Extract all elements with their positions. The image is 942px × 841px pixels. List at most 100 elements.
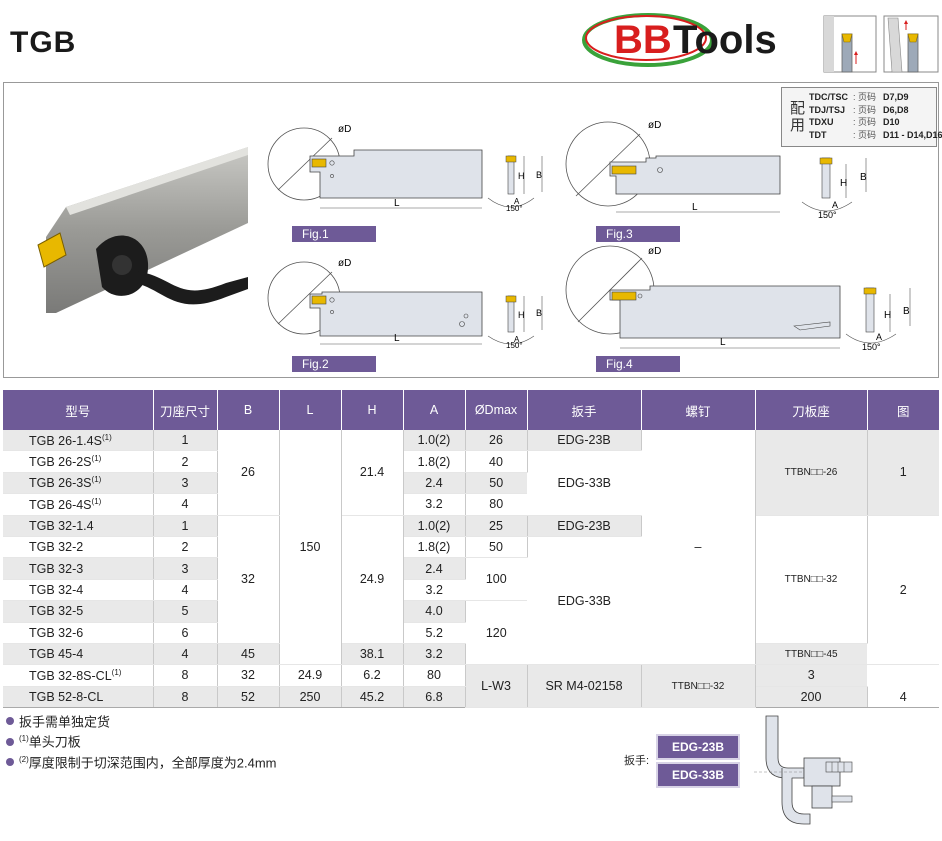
dmax-cell: 120 bbox=[465, 600, 527, 666]
fig2-dim-b: B bbox=[536, 308, 542, 318]
model-cell: TGB 32-3 bbox=[3, 557, 154, 580]
fig2-dim-h: H bbox=[518, 310, 525, 320]
screw-cell: – bbox=[641, 430, 756, 666]
fig4-angle: 150° bbox=[862, 342, 881, 352]
a-cell: 1.8(2) bbox=[403, 536, 466, 559]
note-item: (2)厚度限制于切深范围内，全部厚度为2.4mm bbox=[6, 751, 277, 771]
wrench-cell: EDG-33B bbox=[527, 450, 641, 516]
header-wrench: 扳手 bbox=[527, 390, 642, 430]
seat-cell: TTBN□□-26 bbox=[755, 430, 868, 516]
a-cell: 1.8(2) bbox=[403, 450, 466, 473]
fig2-dim-d: øD bbox=[338, 258, 351, 269]
a-cell: 6.8 bbox=[403, 686, 466, 709]
note-item: (1)单头刀板 bbox=[6, 730, 277, 750]
header-l: L bbox=[279, 390, 342, 430]
bullet-icon bbox=[6, 717, 14, 726]
table-row: TGB 32-5 5 4.0 120 bbox=[3, 600, 939, 666]
model-cell: TGB 32-8S-CL(1) bbox=[3, 664, 154, 687]
logo-tools: Tools bbox=[673, 18, 777, 62]
tool-photo bbox=[37, 147, 248, 313]
fig3-dim-d: øD bbox=[648, 120, 661, 131]
fig-cell: 1 bbox=[867, 430, 939, 516]
fig2-dim-a: A bbox=[514, 335, 520, 344]
table-row: TGB 32-4 4 3.2 bbox=[3, 579, 939, 602]
model-cell: TGB 26-1.4S(1) bbox=[3, 430, 154, 452]
model-cell: TGB 32-4 bbox=[3, 579, 154, 602]
fig4-drawing: øD L H B 150° A bbox=[565, 245, 911, 352]
fig3-dim-h: H bbox=[840, 178, 847, 189]
fig1-dim-h: H bbox=[518, 171, 525, 181]
wrench-tag-edg23b: EDG-23B bbox=[656, 734, 740, 760]
application-icons bbox=[823, 15, 939, 73]
b-cell: 32 bbox=[217, 664, 280, 687]
fig1-dim-b: B bbox=[536, 170, 542, 180]
dmax-cell: 80 bbox=[403, 664, 466, 687]
fig3-dim-b: B bbox=[860, 172, 867, 183]
header-h: H bbox=[341, 390, 404, 430]
fig4-dim-d: øD bbox=[648, 246, 661, 257]
a-cell: 1.0(2) bbox=[403, 515, 466, 537]
header-fig: 图 bbox=[867, 390, 939, 430]
bullet-icon bbox=[6, 757, 14, 766]
a-cell: 2.4 bbox=[403, 472, 466, 495]
a-cell: 2.4 bbox=[403, 557, 466, 580]
h-cell: 24.9 bbox=[279, 664, 342, 687]
header-dmax: ØDmax bbox=[465, 390, 528, 430]
fig3-angle: 150° bbox=[818, 210, 837, 220]
seat-cell: TTBN□□-32 bbox=[641, 664, 756, 709]
fig1-angle: 150° bbox=[506, 204, 523, 213]
size-cell: 2 bbox=[153, 450, 218, 473]
seat-cell: TTBN□□-45 bbox=[755, 643, 867, 666]
dmax-cell: 25 bbox=[465, 515, 528, 537]
dmax-cell: 50 bbox=[465, 472, 527, 495]
a-cell: 3.2 bbox=[403, 493, 466, 516]
model-cell: TGB 45-4 bbox=[3, 643, 154, 666]
model-cell: TGB 26-3S(1) bbox=[3, 472, 154, 495]
dmax-cell: 26 bbox=[465, 430, 528, 452]
model-cell: TGB 32-2 bbox=[3, 536, 154, 559]
page-title: TGB bbox=[10, 26, 77, 59]
wrench-label: 扳手: bbox=[624, 755, 650, 767]
logo-green-ring bbox=[582, 13, 714, 67]
fig3-dim-l: L bbox=[692, 202, 698, 213]
header-seat: 刀板座 bbox=[755, 390, 868, 430]
fig-cell: 2 bbox=[867, 515, 939, 666]
model-cell: TGB 32-5 bbox=[3, 600, 154, 623]
note-item: 扳手需单独定货 bbox=[6, 710, 277, 730]
a-cell: 5.2 bbox=[403, 622, 465, 644]
screw-cell: SR M4-02158 bbox=[527, 664, 642, 709]
wrench-handle bbox=[136, 271, 248, 305]
spec-table: 型号 刀座尺寸 B L H A ØDmax 扳手 螺钉 刀板座 图 TGB 26… bbox=[3, 390, 939, 709]
table-row: TGB 26-2S(1) 2 1.8(2) 40 EDG-33B bbox=[3, 450, 939, 516]
h-cell: 45.2 bbox=[341, 686, 404, 709]
model-cell: TGB 32-1.4 bbox=[3, 515, 154, 537]
size-cell: 1 bbox=[153, 515, 218, 537]
table-row: TGB 26-4S(1) 4 3.2 80 bbox=[3, 493, 939, 516]
dmax-cell: 80 bbox=[465, 493, 527, 516]
a-cell: 3.2 bbox=[403, 643, 466, 666]
fig4-dim-h: H bbox=[884, 310, 891, 321]
table-row: TGB 45-4 4 45 38.1 3.2 TTBN□□-45 bbox=[3, 643, 939, 666]
grooving-icon bbox=[823, 15, 877, 73]
b-cell: 26 bbox=[217, 430, 280, 516]
header-screw: 螺钉 bbox=[641, 390, 756, 430]
logo-red-ring bbox=[585, 15, 707, 61]
fig3-dim-a: A bbox=[832, 200, 838, 210]
wrench-cell: EDG-23B bbox=[527, 515, 642, 537]
wrench-cell: EDG-23B bbox=[527, 430, 642, 452]
insert bbox=[37, 232, 67, 268]
fig1-dim-a: A bbox=[514, 197, 520, 206]
dmax-cell: 50 bbox=[465, 536, 528, 559]
header-b: B bbox=[217, 390, 280, 430]
header-a: A bbox=[403, 390, 466, 430]
fig4-label: Fig.4 bbox=[596, 356, 680, 372]
size-cell: 2 bbox=[153, 536, 218, 559]
size-cell: 4 bbox=[153, 643, 218, 666]
table-row: TGB 32-1.4 1 32 24.9 1.0(2) 25 EDG-23B T… bbox=[3, 515, 939, 666]
footnotes: 扳手需单独定货 (1)单头刀板 (2)厚度限制于切深范围内，全部厚度为2.4mm bbox=[6, 710, 277, 771]
a-cell: 4.0 bbox=[403, 600, 466, 623]
